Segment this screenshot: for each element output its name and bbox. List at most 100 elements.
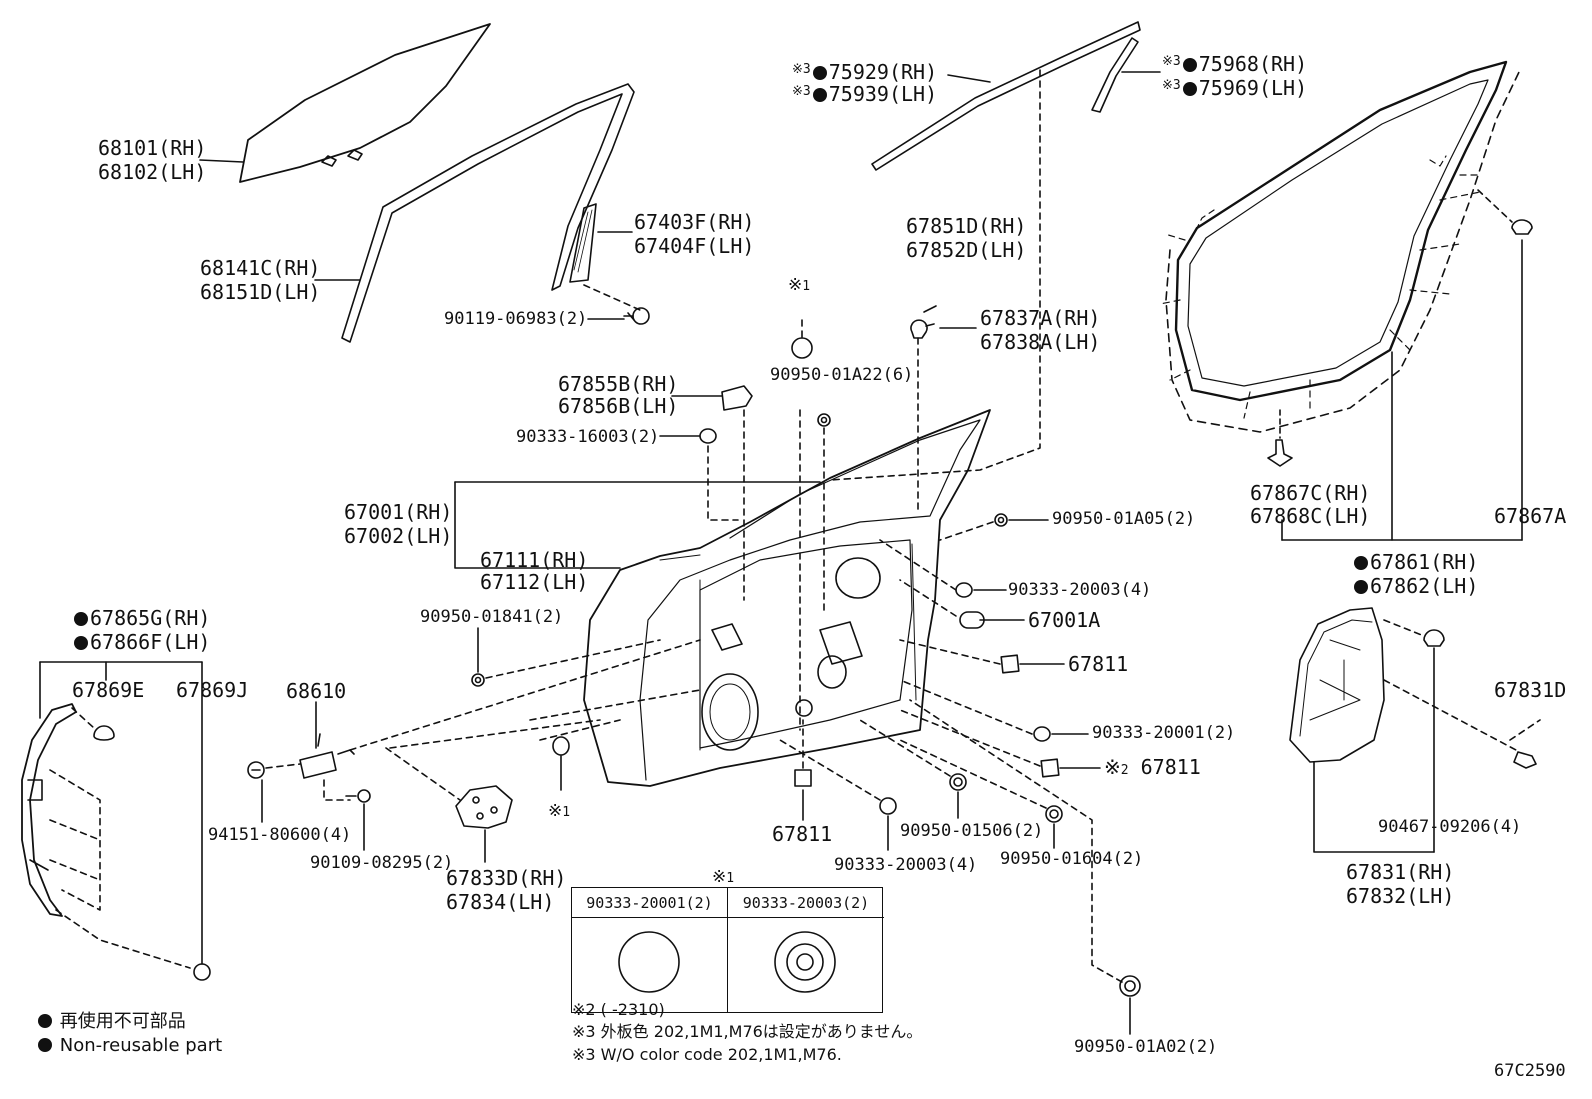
leader-dash-67869e [71, 707, 95, 729]
label-67861: 67861(RH) [1354, 550, 1478, 574]
label-67869e: 67869E [72, 678, 145, 702]
ref-mark-3: ※3 [792, 62, 811, 77]
label-67862: 67862(LH) [1354, 574, 1478, 598]
label-67833d: 67833D(RH) [446, 866, 567, 890]
label-90950-01604: 90950-01604(2) [1000, 849, 1144, 869]
ref-mark-1: ※ [788, 275, 803, 295]
label-67112: 67112(LH) [480, 570, 589, 594]
leader-68101 [199, 159, 244, 163]
table-header-90333-20001: 90333-20001(2) [572, 888, 728, 918]
clip-90333-20003-b-drawing [879, 797, 897, 815]
leader-dash-67811-b [899, 709, 1041, 767]
clip-67851d-drawing [910, 305, 937, 339]
label-67111: 67111(RH) [480, 548, 589, 572]
label-67866f: 67866F(LH) [74, 630, 210, 654]
label-90950-01a02: 90950-01A02(2) [1074, 1037, 1218, 1057]
label-67867c: 67867C(RH) [1250, 481, 1371, 505]
clip-67855b-drawing [721, 385, 753, 411]
leader-dash-90467 [1383, 619, 1425, 637]
non-reusable-dot-icon [74, 636, 88, 650]
label-90333-20003-b: 90333-20003(4) [834, 855, 978, 875]
note-ref3-jp: ※3 外板色 202,1M1,M76は設定がありません。 [572, 1022, 923, 1041]
bolt-94151-drawing [247, 761, 265, 779]
division-bar-drawing [569, 203, 597, 283]
label-67834: 67834(LH) [446, 890, 555, 914]
clip-90467-drawing [1423, 629, 1445, 647]
leader-67001-bracket [454, 481, 621, 569]
legend-en: Non-reusable part [38, 1035, 222, 1057]
label-67001: 67001(RH) [344, 500, 453, 524]
pad-67811-c-drawing [794, 769, 812, 787]
label-90950-01506: 90950-01506(2) [900, 821, 1044, 841]
label-90950-01a22: 90950-01A22(6) [770, 365, 914, 385]
label-67852d: 67852D(LH) [906, 238, 1027, 262]
ref-mark-2: ※ [1104, 755, 1121, 779]
leader-dash-67869j [49, 769, 191, 969]
label-67403f: 67403F(RH) [634, 210, 755, 234]
ref-mark-3: ※3 [1162, 54, 1181, 69]
label-68141c: 68141C(RH) [200, 256, 321, 280]
leader-dash-94151 [265, 763, 301, 769]
leader-dash-90333-20003-a [879, 539, 957, 591]
leader-75929 [947, 74, 991, 83]
label-90109: 90109-08295(2) [310, 853, 454, 873]
belt-moulding-drawing [871, 21, 1141, 171]
door-panel-drawing [583, 409, 991, 787]
service-cover-drawing [1289, 607, 1385, 763]
label-67811-b: ※2 67811 [1104, 755, 1201, 779]
leader-dash-90119 [583, 284, 641, 311]
leader-dash-67811-a [899, 639, 1001, 665]
clip-67867c-drawing [1267, 439, 1293, 467]
bolt-90109-drawing [345, 789, 371, 803]
label-68102: 68102(LH) [98, 160, 207, 184]
clip-90333-20001-drawing [1033, 726, 1051, 742]
leader-dash-90109 [323, 779, 351, 801]
leader-dash-67001a [899, 579, 957, 617]
label-67869j: 67869J [176, 678, 249, 702]
label-67856b: 67856B(LH) [558, 394, 679, 418]
clip-67831d-drawing [1513, 751, 1537, 769]
label-90333-20001: 90333-20001(2) [1092, 723, 1236, 743]
leader-dash-90950-01a22 [799, 319, 825, 731]
clip-67869e-drawing [93, 725, 115, 741]
non-reusable-dot-icon [812, 88, 827, 102]
legend-jp: 再使用不可部品 [38, 1011, 186, 1033]
label-68101: 68101(RH) [98, 136, 207, 160]
label-67811-a: 67811 [1068, 652, 1129, 676]
weatherstrip-drawing [1159, 60, 1521, 433]
label-67831: 67831(RH) [1346, 860, 1455, 884]
figure-code: 67C2590 [1494, 1061, 1566, 1081]
leader-dash-90333-20001 [899, 679, 1033, 735]
label-90119: 90119-06983(2) [444, 309, 588, 329]
clip-90950-01a22-drawing [791, 337, 831, 427]
label-67837a: 67837A(RH) [980, 306, 1101, 330]
leader-dash-90950-01841 [485, 639, 661, 679]
non-reusable-dot-icon [1354, 556, 1368, 570]
leader-67831-bracket [1313, 761, 1435, 853]
label-ref1-mid: ※1 [548, 801, 571, 821]
ref-mark-3: ※3 [1162, 78, 1181, 93]
clip-67869j-drawing [193, 963, 211, 981]
leader-dash-68610 [349, 639, 701, 751]
label-67001a: 67001A [1028, 608, 1101, 632]
label-67865g: 67865G(RH) [74, 606, 210, 630]
label-67855b: 67855B(RH) [558, 372, 679, 396]
clip-ref1-drawing [552, 736, 570, 756]
trim-board-drawing [21, 703, 77, 917]
leader-dash-67833d [385, 719, 601, 801]
leader-dash-90950-01604 [899, 739, 1047, 809]
non-reusable-dot-icon [1182, 58, 1197, 72]
clip-90950-01a05-drawing [994, 513, 1008, 527]
table-cell-flat-clip [572, 918, 728, 1012]
label-67838a: 67838A(LH) [980, 330, 1101, 354]
label-67867a: 67867A [1494, 504, 1567, 528]
glass-run-drawing [341, 83, 635, 343]
clip-90950-01a02-drawing [1119, 975, 1141, 997]
clip-90950-01841-drawing [471, 673, 485, 687]
table-ref-label: ※1 [712, 867, 735, 887]
label-94151: 94151-80600(4) [208, 825, 352, 845]
